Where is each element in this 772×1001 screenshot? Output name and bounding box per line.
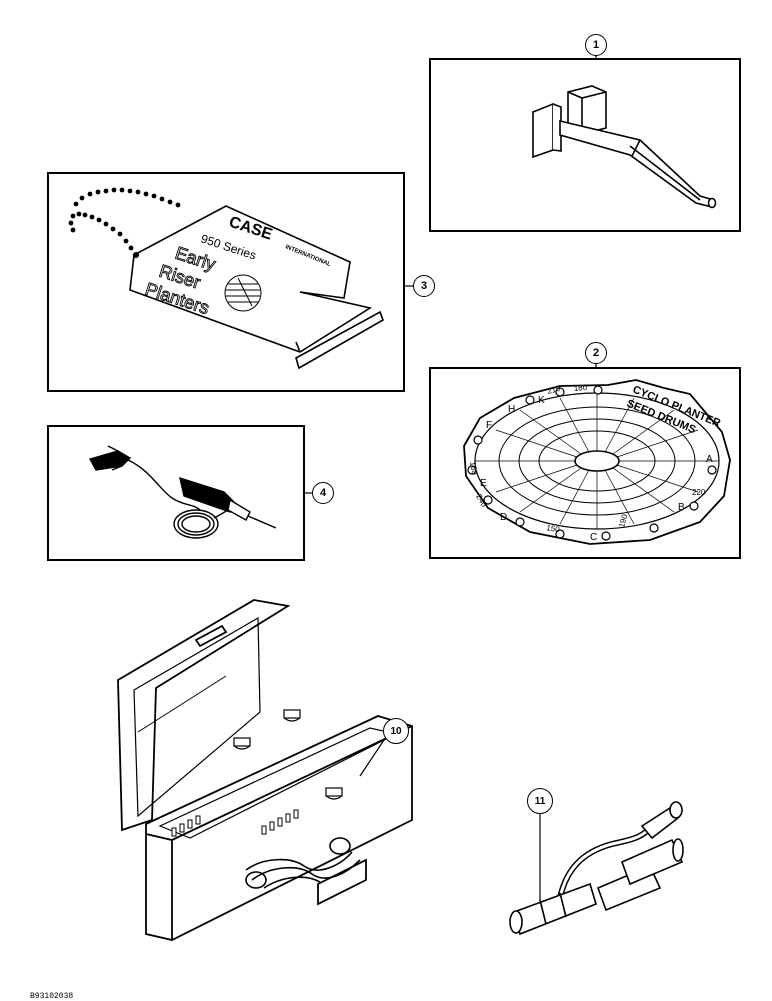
leader-line-10 — [359, 739, 385, 777]
ring-letter-c: C — [590, 532, 597, 543]
ring-letter-a: A — [706, 454, 713, 465]
seed-drum-calculator-drawing — [463, 379, 731, 545]
wrench-tool-drawing — [532, 85, 717, 209]
callout-2: 2 — [585, 342, 607, 364]
test-kit-case-drawing — [117, 599, 413, 941]
callout-11: 11 — [527, 788, 553, 814]
panel-item-4 — [47, 425, 305, 561]
ring-letter-e: E — [480, 478, 487, 489]
ring-number-4: 220 — [692, 488, 706, 497]
ring-letter-k: K — [538, 395, 545, 406]
callout-1: 1 — [585, 34, 607, 56]
ring-letter-d: D — [500, 512, 507, 523]
ring-number-3: 160 — [468, 461, 479, 476]
test-light-drawing — [88, 445, 277, 539]
callout-4: 4 — [312, 482, 334, 504]
harness-adapter-drawing — [509, 801, 684, 936]
seed-tag-drawing — [129, 205, 384, 370]
ring-letter-b: B — [678, 502, 685, 513]
ring-letter-f: F — [486, 420, 492, 431]
bead-chain — [68, 187, 181, 258]
ring-letter-h: H — [508, 404, 515, 415]
callout-10: 10 — [383, 718, 409, 744]
ring-number-2: 180 — [573, 383, 588, 393]
ring-number-1: 210 — [546, 384, 562, 396]
ring-number-5: 190 — [617, 513, 629, 529]
callout-3: 3 — [413, 275, 435, 297]
ring-number-6: 150 — [546, 523, 561, 534]
document-id: B93102038 — [30, 992, 74, 1001]
tag-logo-icon — [224, 274, 262, 312]
